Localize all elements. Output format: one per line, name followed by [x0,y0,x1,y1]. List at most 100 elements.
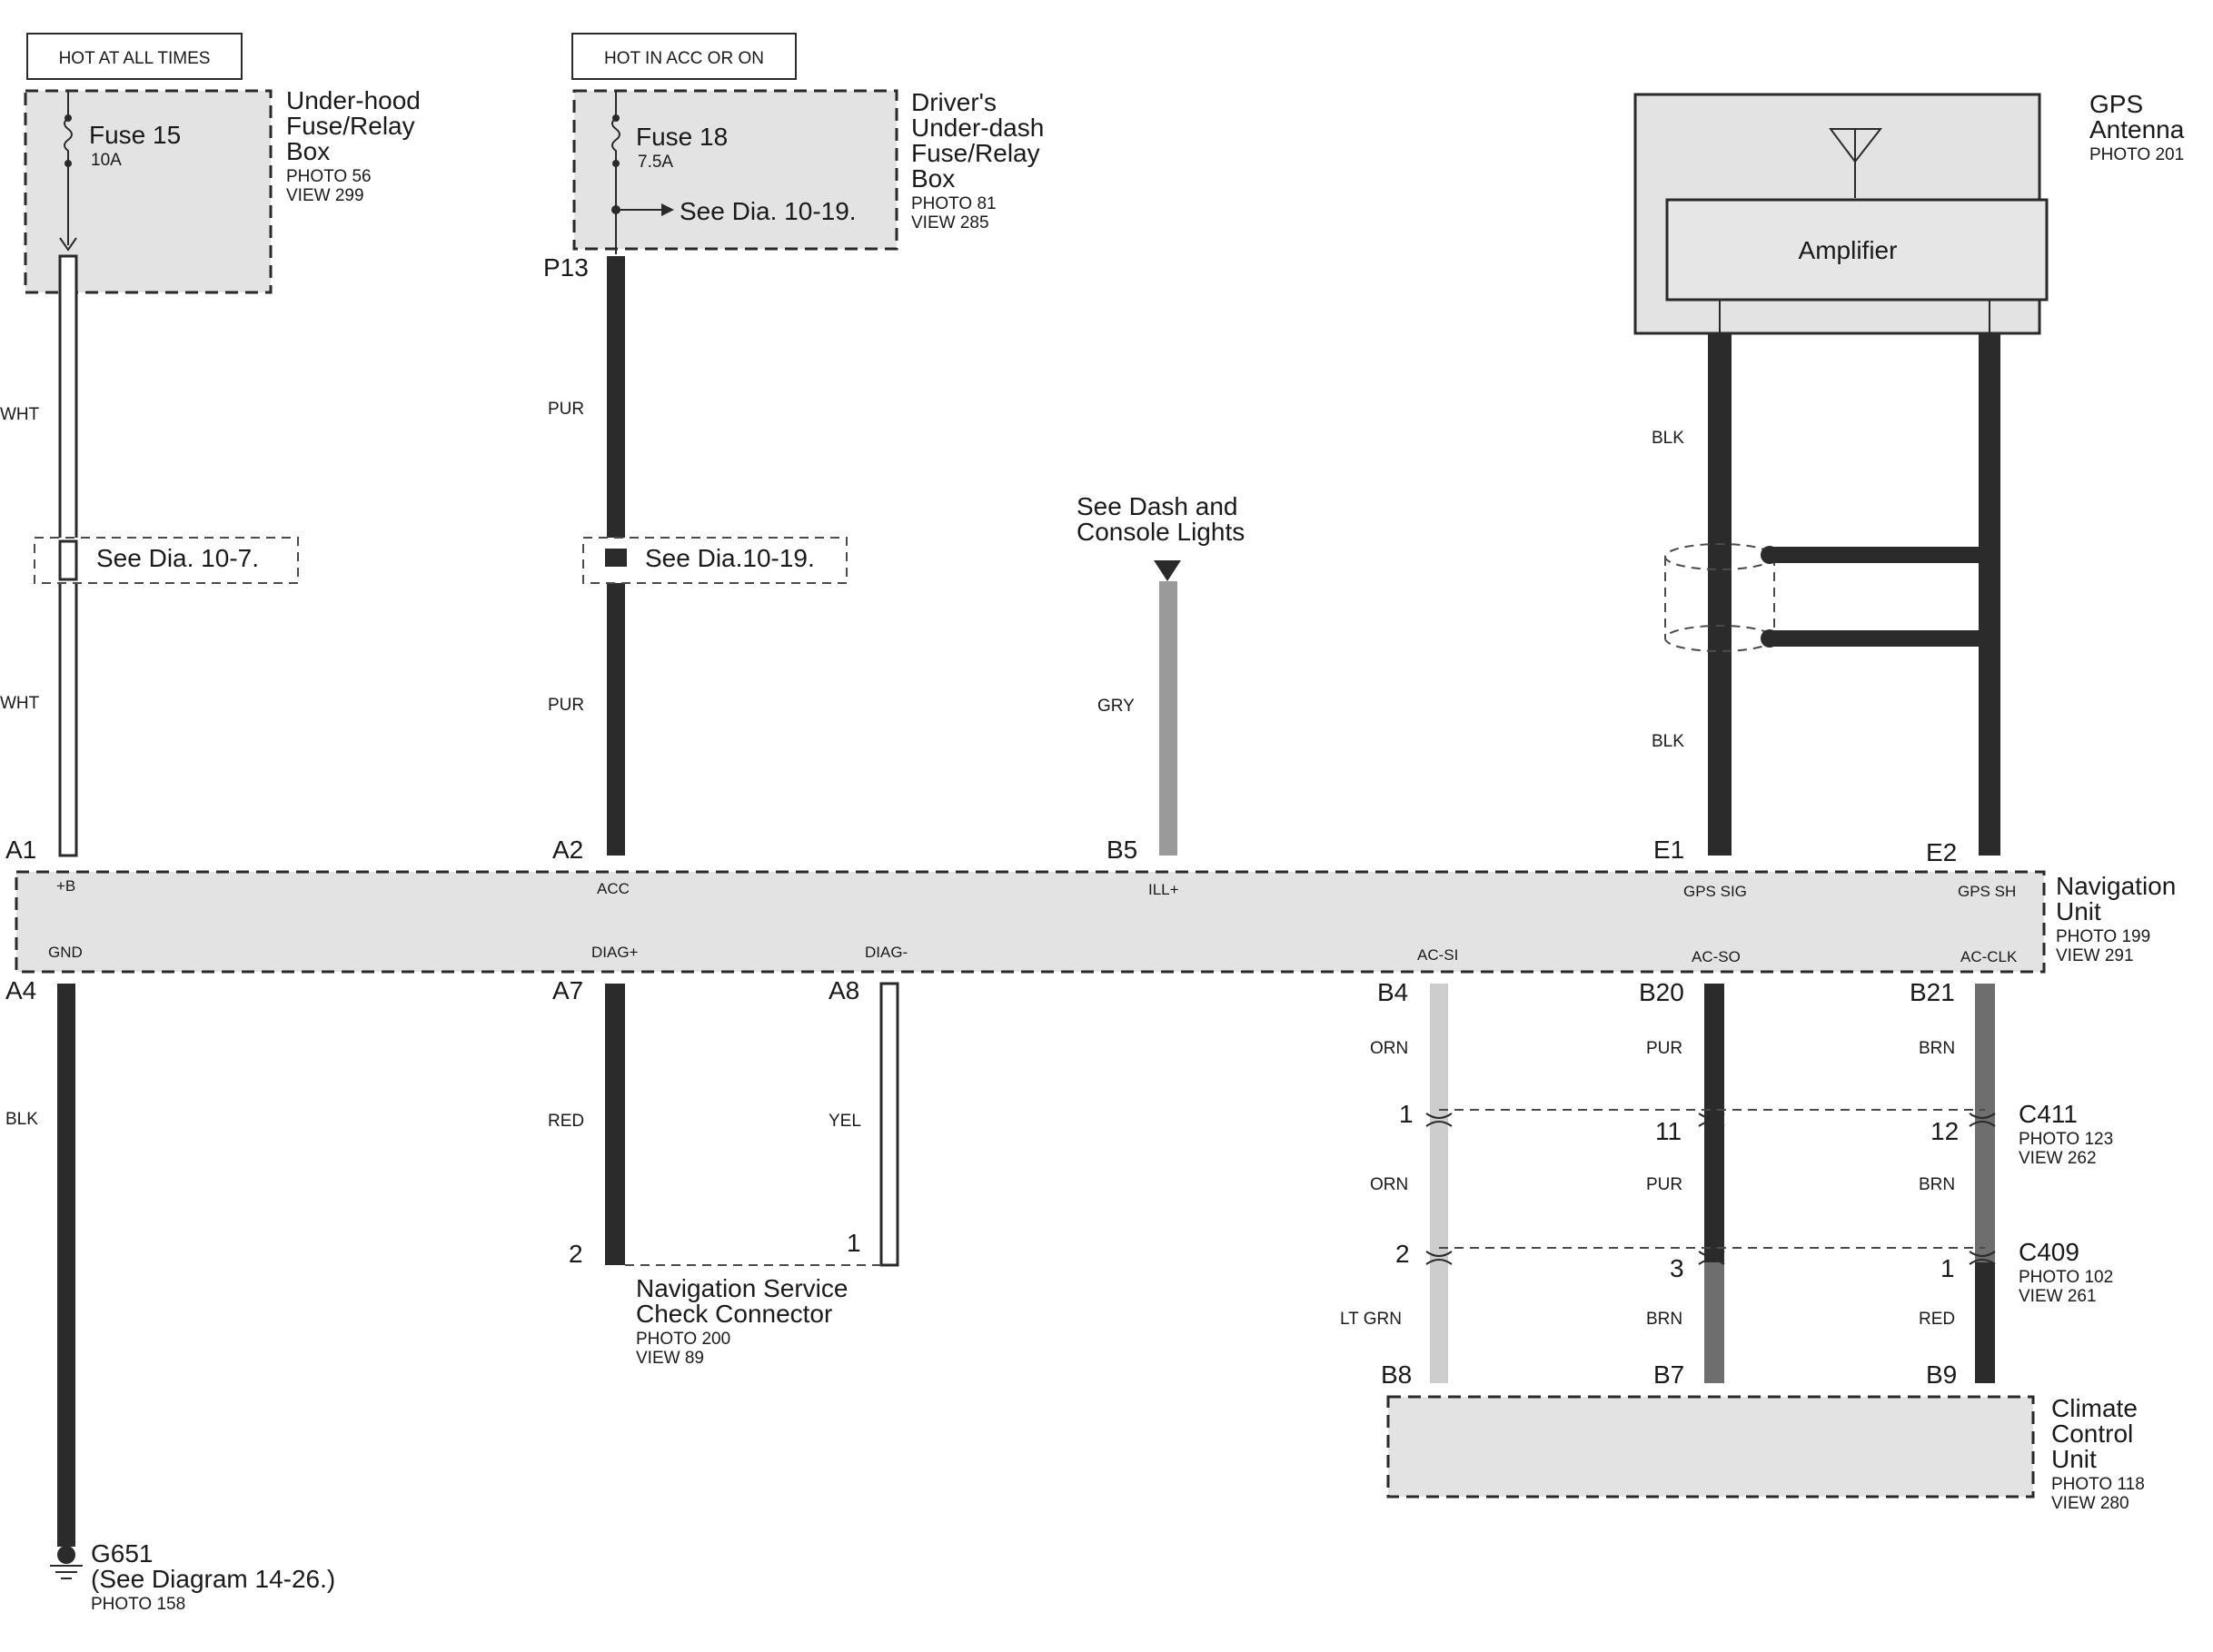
pin-b20: B20 [1639,978,1684,1006]
wire-b4-orn [1430,984,1448,1383]
pin-b4: B4 [1377,978,1408,1006]
climate-pin-b8: B8 [1381,1360,1412,1389]
nav-view: VIEW 291 [2056,946,2134,965]
fuse-15-rating: 10A [91,151,122,170]
see-dia-10-7-box: See Dia. 10-7. [34,537,299,584]
climate-pin-b7: B7 [1653,1360,1684,1389]
underhood-name-1: Under-hood [286,86,421,114]
pin-a1: A1 [5,836,36,864]
climate-name-2: Control [2051,1420,2133,1448]
pin-e1: E1 [1653,836,1684,864]
wire-color-wht-lower: WHT [0,694,40,713]
nav-name-1: Navigation [2056,872,2176,900]
diagram-label: HOT AT ALL TIMES [59,49,211,68]
underhood-name-3: Box [286,137,330,165]
connector-c411 [1425,1109,1996,1127]
ground-symbol [50,1546,83,1579]
gps-antenna: Amplifier [1633,93,2049,335]
underhood-name-2: Fuse/Relay [286,112,415,140]
check-name-2: Check Connector [636,1300,832,1328]
nav-pin-b21-signal: AC-CLK [1960,948,2018,965]
check-pin-1: 1 [847,1229,861,1257]
wire-b5-gry [1159,581,1177,856]
pin-a2: A2 [552,836,583,864]
ground-photo: PHOTO 158 [91,1595,185,1614]
gps-name-1: GPS [2089,90,2143,118]
wire-color-gnd-blk: BLK [5,1110,38,1129]
wire-a4-blk [57,984,75,1547]
underdash-photo: PHOTO 81 [911,194,997,213]
wire-color-diag-yel: YEL [829,1112,861,1131]
wire-color-b20-a: PUR [1646,1039,1682,1058]
wire-color-blk-upper: BLK [1652,429,1684,448]
wire-a7-red [605,984,625,1265]
wire-color-b4-c: LT GRN [1340,1310,1402,1329]
nav-pin-a8-signal: DIAG- [865,944,908,961]
fuse-18-label: Fuse 18 [636,123,728,151]
underhood-photo: PHOTO 56 [286,167,372,186]
pin-b21: B21 [1910,978,1955,1006]
see-dash-lights-2: Console Lights [1077,518,1245,546]
wire-color-wht-upper: WHT [0,405,40,424]
wire-color-b20-b: PUR [1646,1175,1682,1194]
wire-color-b21-a: BRN [1919,1039,1955,1058]
diagram-label: See Dia.10-19. [645,544,815,572]
nav-pin-a1-signal: +B [56,877,75,895]
climate-view: VIEW 280 [2051,1494,2129,1513]
underdash-view: VIEW 285 [911,213,989,232]
pin-a7: A7 [552,976,583,1004]
nav-pin-b5-signal: ILL+ [1148,881,1179,898]
fuse-15-label: Fuse 15 [89,121,181,149]
wire-e2-shield [1979,333,2000,856]
nav-pin-a2-signal: ACC [597,880,630,897]
wire-color-diag-red: RED [548,1112,584,1131]
climate-photo: PHOTO 118 [2051,1475,2145,1494]
underhood-view: VIEW 299 [286,186,364,205]
see-dash-lights-1: See Dash and [1077,492,1237,520]
pin-a4: A4 [5,976,36,1004]
wire-e1-blk [1708,333,1732,856]
climate-pin-b9: B9 [1926,1360,1957,1389]
nav-pin-a7-signal: DIAG+ [591,944,639,961]
underdash-name-1: Driver's [911,88,997,116]
shield-drain [1664,536,1998,658]
climate-name-1: Climate [2051,1394,2138,1422]
wire-color-b21-c: RED [1919,1310,1955,1329]
c409-view: VIEW 261 [2019,1287,2097,1306]
nav-pin-b20-signal: AC-SO [1692,948,1741,965]
nav-pin-e2-signal: GPS SH [1958,883,2016,900]
ground-see: (See Diagram 14-26.) [91,1565,335,1593]
c409-pin-1: 1 [1940,1254,1955,1282]
nav-pin-e1-signal: GPS SIG [1683,883,1747,900]
wire-color-gry: GRY [1097,697,1135,716]
pin-a8: A8 [829,976,859,1004]
nav-pin-a4-signal: GND [48,944,83,961]
pin-e2: E2 [1926,838,1957,866]
gps-photo: PHOTO 201 [2089,145,2184,164]
c411-photo: PHOTO 123 [2019,1130,2113,1149]
nav-photo: PHOTO 199 [2056,927,2150,946]
check-name-1: Navigation Service [636,1274,848,1302]
wire-color-b4-a: ORN [1370,1039,1408,1058]
underdash-name-3: Fuse/Relay [911,139,1040,167]
wire-b7-brn [1704,1262,1724,1383]
ground-g651: G651 [91,1539,154,1568]
fuse-18-rating: 7.5A [638,153,673,172]
wire-color-b4-b: ORN [1370,1175,1408,1194]
c409-name: C409 [2019,1238,2079,1266]
see-dia-10-19-inner: See Dia. 10-19. [680,197,857,225]
diagram-label: See Dia. 10-7. [96,544,259,572]
wire-color-pur-lower: PUR [548,696,584,715]
wire-color-pur-upper: PUR [548,400,584,419]
c409-pin-2: 2 [1395,1240,1410,1268]
diagram-label: HOT IN ACC OR ON [604,49,764,68]
climate-name-3: Unit [2051,1445,2097,1473]
climate-control-unit [1386,1395,2035,1499]
c411-view: VIEW 262 [2019,1149,2097,1168]
gps-name-2: Antenna [2089,115,2185,143]
see-dia-10-19-box: See Dia.10-19. [582,537,848,584]
hot-at-all-times-tag: HOT AT ALL TIMES [26,33,243,80]
wire-color-blk-lower: BLK [1652,732,1684,751]
navigation-unit: +B ACC ILL+ GPS SIG GPS SH GND DIAG+ DIA… [15,870,2046,974]
